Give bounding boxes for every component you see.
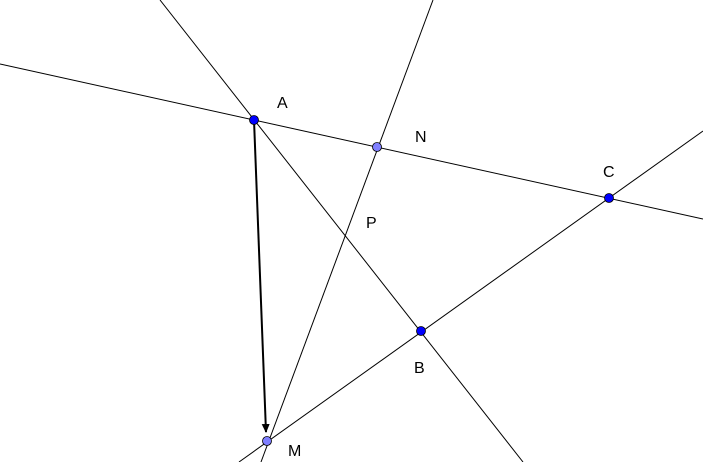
label-N: N: [415, 129, 427, 146]
label-M: M: [288, 443, 301, 460]
vector-AM[interactable]: [253, 119, 270, 433]
point-C[interactable]: [604, 193, 614, 203]
line-NM[interactable]: [260, 0, 434, 462]
line-MC[interactable]: [238, 130, 703, 462]
label-A: A: [277, 95, 288, 112]
point-A[interactable]: [249, 115, 259, 125]
line-AB[interactable]: [159, 0, 524, 462]
point-B[interactable]: [416, 326, 426, 336]
line-AC[interactable]: [0, 63, 703, 220]
label-B: B: [414, 360, 425, 377]
label-C: C: [603, 164, 615, 181]
point-M[interactable]: [262, 436, 272, 446]
label-P: P: [366, 215, 377, 232]
point-N[interactable]: [372, 142, 382, 152]
